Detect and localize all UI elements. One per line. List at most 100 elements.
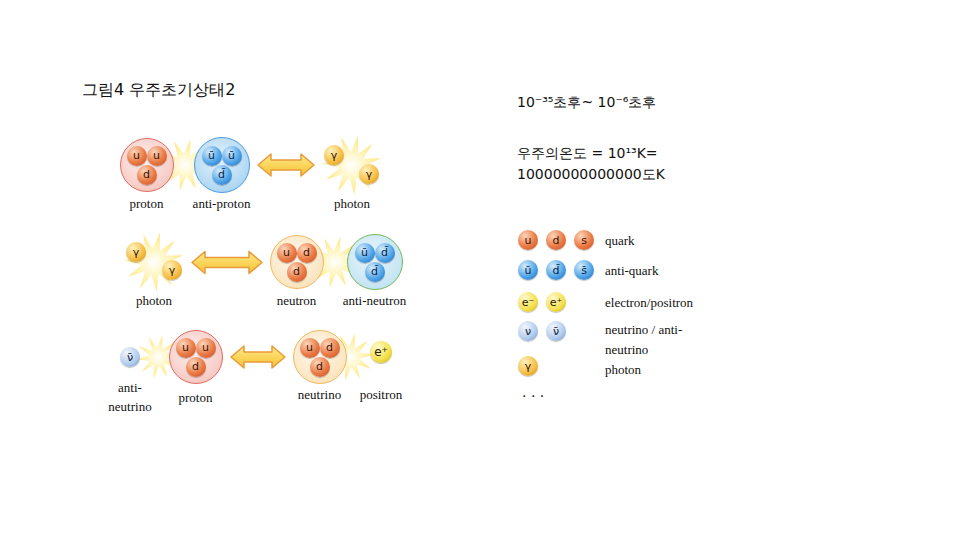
particle-name: anti-neutron	[343, 293, 407, 309]
legend-text: electron/positron	[605, 295, 693, 311]
particle-ball: γ	[324, 145, 344, 165]
particle-symbol: u	[277, 243, 297, 263]
particle-name: proton	[130, 196, 164, 212]
particle-symbol: u	[176, 338, 196, 358]
particle-symbol: d	[137, 165, 157, 185]
particle-symbol: u	[518, 230, 538, 250]
particle-name: photon	[334, 196, 370, 212]
particle-ball: u	[176, 338, 196, 358]
particle-ball: u	[518, 230, 538, 250]
particle-ball: γ	[126, 242, 146, 262]
particle-ball: ū	[518, 260, 538, 280]
particle-name: anti- neutrino	[99, 378, 161, 416]
legend-text: photon	[605, 362, 641, 378]
reaction-arrow	[258, 154, 314, 176]
particle-symbol: d	[320, 338, 340, 358]
temperature-value: 10000000000000도K	[517, 166, 665, 184]
particle-symbol: d	[287, 262, 307, 282]
particle-symbol: d̄	[375, 243, 395, 263]
particle-ball: e⁺positron	[370, 341, 392, 363]
particle-ball: u	[196, 338, 216, 358]
particle-ball: ν̄anti- neutrino	[120, 347, 140, 367]
particle-symbol: s	[574, 230, 594, 250]
particle-circle: protonuud	[120, 138, 174, 192]
particle-ball: d̄	[546, 260, 566, 280]
particle-name: photon	[136, 293, 172, 309]
particle-symbol: d	[310, 357, 330, 377]
particle-symbol: d̄	[365, 262, 385, 282]
particle-ball: u	[147, 146, 167, 166]
particle-ball: γ	[162, 260, 182, 280]
particle-name: positron	[360, 387, 403, 403]
particle-symbol: e⁺	[370, 341, 392, 363]
particle-ball: ū	[222, 146, 242, 166]
photon-group: photonγγ	[124, 238, 184, 288]
energy-burst	[124, 233, 183, 292]
particle-ball: d	[137, 165, 157, 185]
particle-ball: s	[574, 230, 594, 250]
particle-ball: ν	[518, 321, 538, 341]
particle-symbol: ν̄	[546, 321, 566, 341]
photon-group: photonγγ	[322, 140, 382, 190]
particle-symbol: d̄	[546, 260, 566, 280]
particle-symbol: ū	[355, 243, 375, 263]
particle-circle: neutronudd	[270, 235, 324, 289]
particle-symbol: γ	[162, 260, 182, 280]
particle-ball: d	[546, 230, 566, 250]
energy-burst	[322, 136, 381, 195]
particle-ball: γ	[518, 356, 538, 376]
particle-circle: anti-neutronūd̄d̄	[347, 234, 403, 290]
reaction-arrow	[231, 346, 285, 368]
ellipsis: · · ·	[522, 388, 544, 404]
particle-ball: d̄	[212, 165, 232, 185]
particle-circle: neutrinoudd	[293, 330, 347, 384]
particle-symbol: ū	[202, 146, 222, 166]
particle-ball: d	[310, 357, 330, 377]
particle-ball: ū	[202, 146, 222, 166]
particle-symbol: d	[297, 243, 317, 263]
particle-ball: d	[320, 338, 340, 358]
particle-symbol: ū	[518, 260, 538, 280]
particle-ball: u	[300, 338, 320, 358]
particle-ball: e⁺	[546, 292, 566, 312]
particle-symbol: γ	[359, 164, 379, 184]
particle-ball: u	[277, 243, 297, 263]
legend-text: anti-quark	[605, 263, 658, 279]
particle-symbol: e⁺	[546, 292, 566, 312]
particle-ball: d̄	[365, 262, 385, 282]
particle-symbol: d̄	[212, 165, 232, 185]
particle-ball: d	[186, 357, 206, 377]
temperature-note: 우주의온도 = 10¹³K=	[517, 145, 658, 163]
particle-circle: anti-protonūūd̄	[194, 137, 250, 193]
particle-ball: d	[297, 243, 317, 263]
particle-ball: d̄	[375, 243, 395, 263]
particle-symbol: d	[546, 230, 566, 250]
particle-name: proton	[179, 390, 213, 406]
particle-symbol: u	[300, 338, 320, 358]
time-range: 10⁻³⁵초후~ 10⁻⁶초후	[517, 94, 656, 112]
particle-ball: e⁻	[518, 292, 538, 312]
particle-name: neutron	[277, 293, 317, 309]
particle-symbol: u	[147, 146, 167, 166]
particle-symbol: ū	[222, 146, 242, 166]
particle-symbol: ν	[518, 321, 538, 341]
particle-symbol: γ	[324, 145, 344, 165]
particle-symbol: ν̄	[120, 347, 140, 367]
particle-symbol: d	[186, 357, 206, 377]
particle-ball: γ	[359, 164, 379, 184]
particle-symbol: u	[196, 338, 216, 358]
particle-ball: s̄	[574, 260, 594, 280]
particle-ball: ū	[355, 243, 375, 263]
particle-name: neutrino	[298, 387, 341, 403]
particle-symbol: γ	[518, 356, 538, 376]
particle-symbol: u	[127, 146, 147, 166]
particle-ball: d	[287, 262, 307, 282]
legend-text: quark	[605, 233, 635, 249]
legend-text: neutrino / anti-neutrino	[605, 320, 695, 360]
particle-ball: u	[127, 146, 147, 166]
particle-symbol: e⁻	[518, 292, 538, 312]
particle-circle: protonuud	[169, 330, 223, 384]
particle-ball: ν̄	[546, 321, 566, 341]
reaction-arrow	[192, 252, 262, 274]
particle-name: anti-proton	[193, 196, 251, 212]
